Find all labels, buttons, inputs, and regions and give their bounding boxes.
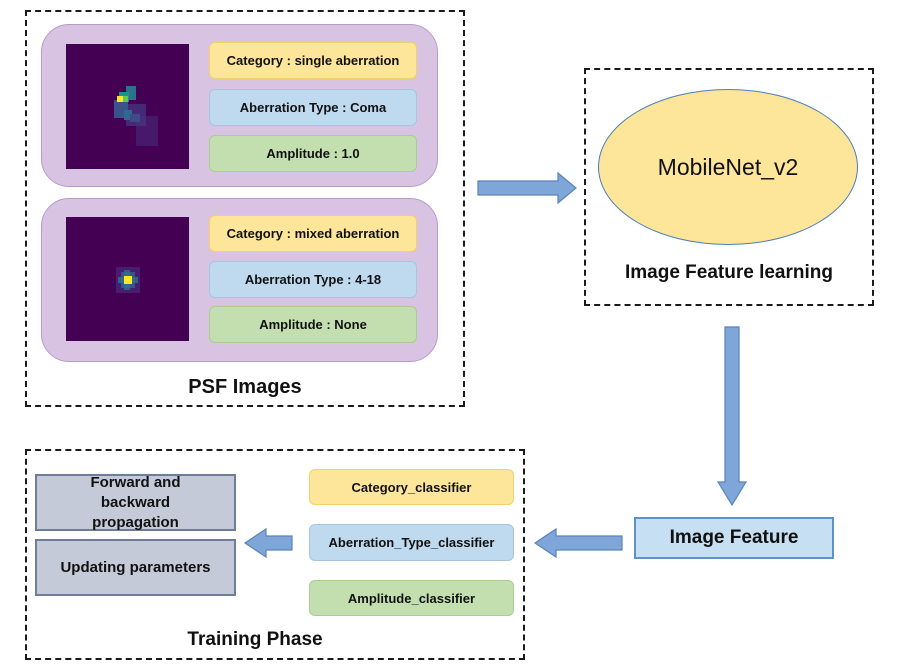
category-label-2: Category : mixed aberration (209, 215, 417, 252)
mobilenet-ellipse: MobileNet_v2 (598, 89, 858, 245)
category-label-1: Category : single aberration (209, 42, 417, 79)
training-phase-title: Training Phase (187, 629, 323, 650)
image-feature-box: Image Feature (634, 517, 834, 559)
arrow-down-icon (716, 326, 748, 507)
psf-coma-render (66, 44, 189, 169)
psf-image-coma (66, 44, 189, 169)
aberration-type-label-2: Aberration Type : 4-18 (209, 261, 417, 298)
psf-image-mixed (66, 217, 189, 341)
arrow-right-icon (477, 171, 577, 205)
feature-learning-frame (584, 68, 874, 306)
amplitude-label-1: Amplitude : 1.0 (209, 135, 417, 172)
amplitude-classifier: Amplitude_classifier (309, 580, 514, 616)
arrow-left-icon (533, 527, 623, 559)
amplitude-label-2: Amplitude : None (209, 306, 417, 343)
arrow-left-icon (243, 527, 293, 559)
forward-backward-step: Forward and backward propagation (35, 474, 236, 531)
psf-mixed-render (66, 217, 189, 341)
feature-learning-title: Image Feature learning (624, 262, 833, 283)
category-classifier: Category_classifier (309, 469, 514, 505)
training-phase-frame (25, 449, 525, 660)
psf-images-title: PSF Images (188, 376, 302, 398)
psf-images-frame (25, 10, 465, 407)
updating-parameters-step: Updating parameters (35, 539, 236, 596)
aberration-type-classifier: Aberration_Type_classifier (309, 524, 514, 561)
aberration-type-label-1: Aberration Type : Coma (209, 89, 417, 126)
